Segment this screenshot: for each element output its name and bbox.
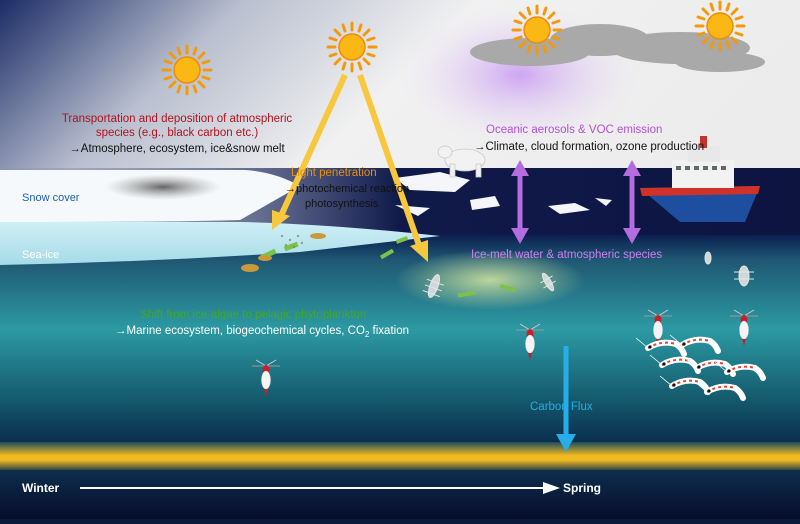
sea-ice [0, 222, 440, 265]
spring-label: Spring [563, 481, 601, 495]
snow-cover-label: Snow cover [22, 192, 80, 204]
sun-icon [511, 4, 563, 56]
ice-floes [395, 172, 612, 216]
shift-title: Shift from ice-algae to pelagic phytopla… [140, 309, 366, 321]
seafloor-band [0, 470, 800, 519]
transport-effect: →Atmosphere, ecosystem, ice&snow melt [69, 143, 285, 155]
icemelt-label: Ice-melt water & atmospheric species [471, 249, 662, 261]
winter-label: Winter [22, 481, 60, 495]
carbon-flux-label: Carbon Flux [530, 401, 593, 413]
sun-icon [694, 0, 746, 52]
ocean [0, 235, 800, 445]
light-penetration-arrows [272, 73, 428, 262]
shift-effect-sub: 2 [365, 330, 370, 339]
sea-ice-label: Sea-ice [22, 249, 59, 261]
light-effect-1: →photochemical reaction, [285, 183, 412, 195]
copepod-icon [422, 251, 754, 298]
arrow-icon [543, 482, 560, 494]
light-effect-2: photosynthesis [305, 198, 379, 210]
phytoplankton-bloom [395, 250, 585, 310]
shift-effect-suffix: fixation [369, 325, 409, 337]
sun-icon [161, 44, 213, 96]
aerosol-exchange-arrows [511, 160, 641, 244]
carbon-export-layer [0, 442, 800, 472]
diatom-chain-icon [241, 233, 517, 298]
black-carbon-deposit [105, 174, 221, 200]
transport-title-1: Transportation and deposition of atmosph… [62, 113, 293, 125]
icebreaker-ship-icon [640, 136, 760, 222]
aerosol-effect: →Climate, cloud formation, ozone product… [474, 141, 704, 153]
shift-effect: →Marine ecosystem, biogeochemical cycles… [115, 325, 409, 339]
aerosol-title: Oceanic aerosols & VOC emission [486, 124, 662, 136]
sun-icon [326, 21, 378, 73]
polar-bear-icon [437, 145, 486, 178]
light-title: Light penetration [291, 167, 377, 179]
cloud-icon [470, 24, 765, 72]
arrow-icon [556, 434, 576, 452]
shift-effect-prefix: →Marine ecosystem, biogeochemical cycles… [115, 325, 365, 337]
transport-title-2: species (e.g., black carbon etc.) [96, 127, 259, 139]
